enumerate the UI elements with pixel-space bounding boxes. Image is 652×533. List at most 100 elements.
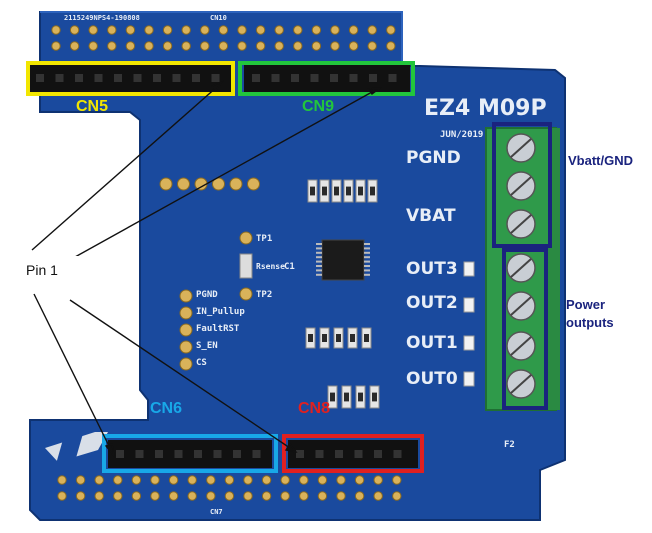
connector-pin	[94, 74, 103, 82]
tp1-label: TP1	[256, 234, 273, 244]
out0-label: OUT0	[406, 369, 458, 389]
connector-pin	[393, 450, 402, 458]
header-pin	[336, 475, 346, 485]
header-pin	[261, 491, 272, 501]
rsense-label: Rsense	[256, 262, 285, 271]
header-pin	[168, 475, 179, 485]
smd-resistor-body	[370, 186, 375, 196]
io-hole	[177, 177, 190, 191]
header-pin	[51, 25, 61, 35]
connector-pin	[133, 74, 142, 82]
header-pin	[330, 41, 340, 51]
ic-leg	[316, 260, 322, 263]
header-pin	[51, 41, 61, 51]
smd-resistors-middle	[305, 327, 372, 349]
header-pin	[187, 475, 197, 485]
ic-leg	[316, 256, 322, 259]
ic-leg	[316, 243, 322, 245]
io-hole	[247, 177, 260, 191]
arrowhead-cn5	[210, 80, 225, 92]
control-hole	[179, 340, 193, 354]
smd-resistor-body	[322, 186, 327, 196]
pgnd-label: PGND	[406, 148, 461, 168]
ic-leg	[364, 269, 370, 272]
header-pin	[311, 41, 322, 51]
pin1-arrows	[31, 80, 383, 459]
st-logo-cut	[56, 430, 84, 464]
cn9-pins	[252, 74, 397, 82]
header-pin	[293, 25, 303, 35]
cn6-connector	[108, 440, 272, 468]
connector-pin	[252, 74, 260, 82]
pin-cs-label: CS	[196, 358, 207, 368]
rsense-resistor	[239, 253, 253, 279]
c1-label: C1	[284, 262, 295, 272]
header-pin	[162, 25, 173, 35]
header-pin	[150, 475, 160, 485]
smd-resistor-body	[336, 334, 341, 342]
header-pin	[57, 475, 67, 485]
header-pin	[274, 25, 284, 35]
arrow-cn8	[69, 299, 291, 449]
arrow-cn6	[33, 293, 111, 449]
smd-resistor-body	[344, 392, 349, 402]
control-hole	[179, 306, 193, 320]
header-pin	[69, 25, 80, 35]
cn10-label: CN10	[210, 14, 227, 22]
header-pin	[107, 41, 117, 51]
pin-s-en-label: S_EN	[196, 341, 218, 351]
board-id: EZ4 M09P	[424, 96, 547, 121]
smd-resistor-body	[322, 334, 327, 342]
connector-pin	[374, 450, 382, 458]
screw-slot	[510, 258, 532, 278]
smd-resistor-body	[350, 334, 355, 342]
connector-pin	[172, 74, 181, 82]
io-test-holes	[159, 177, 260, 191]
header-pin	[162, 41, 173, 51]
smd-resistor-body	[346, 186, 351, 196]
board-edge	[40, 11, 403, 66]
connector-pin	[174, 450, 183, 458]
connector-pin	[194, 450, 202, 458]
header-pin	[348, 41, 359, 51]
out2-label: OUT2	[406, 293, 458, 313]
output-led	[463, 335, 475, 351]
header-pin	[311, 25, 322, 35]
cn5-callout: CN5	[76, 98, 109, 115]
connector-pin	[291, 74, 299, 82]
cn8-pins	[296, 450, 402, 458]
pin1-callout: Pin 1	[26, 262, 58, 278]
ic-leg	[316, 247, 322, 250]
smd-resistor-body	[372, 392, 377, 402]
pin-faultrst-label: FaultRST	[196, 324, 240, 334]
header-pin	[75, 475, 86, 485]
header-pin	[261, 475, 272, 485]
connector-pin	[369, 74, 377, 82]
pcb-board	[29, 11, 566, 521]
header-pin	[57, 491, 67, 501]
header-pin	[224, 475, 235, 485]
header-pin	[181, 25, 191, 35]
screw-slot	[510, 138, 532, 158]
connector-pin	[211, 74, 220, 82]
terminal-screws	[506, 133, 536, 399]
ic-leg	[364, 273, 370, 276]
arrow-cn5	[31, 85, 219, 251]
io-hole	[159, 177, 173, 191]
ic-leg	[316, 251, 322, 254]
header-pin	[386, 25, 396, 35]
header-pin	[144, 25, 154, 35]
smd-resistors-top	[307, 179, 378, 203]
header-pin	[255, 25, 266, 35]
cn6-callout: CN6	[150, 400, 183, 417]
cn9-callout: CN9	[302, 98, 335, 115]
header-pin	[386, 41, 396, 51]
arrowhead-cn9	[367, 87, 383, 96]
tp2-pad	[239, 287, 253, 301]
header-pin	[293, 41, 303, 51]
ic-leg	[364, 256, 370, 259]
header-pin	[373, 491, 383, 501]
header-pin	[107, 25, 117, 35]
